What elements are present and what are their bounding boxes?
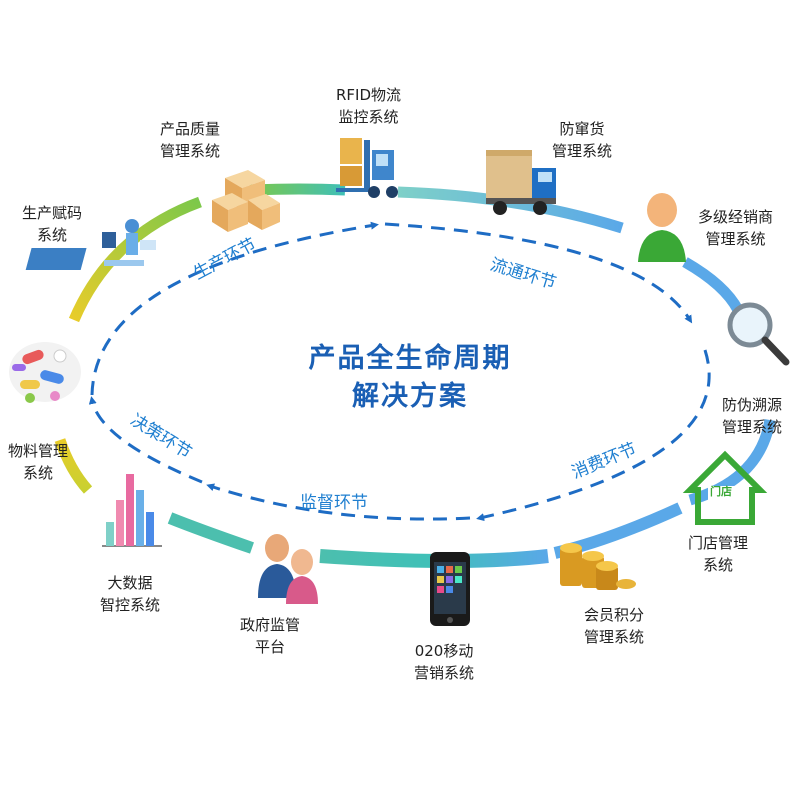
ring-segment-top-left [68,196,202,323]
officials-icon [258,534,318,604]
boxes-icon [212,170,280,232]
label-quality: 产品质量管理系统 [160,120,221,160]
label-material: 物料管理系统 [8,442,69,482]
pills-icon [9,342,81,403]
person-icon [638,193,686,262]
label-anti-diversion: 防窜货管理系统 [552,120,613,160]
inner-cycle [88,221,711,522]
coins-icon [560,543,636,590]
store-house-icon [682,450,768,525]
bar-chart-icon [102,474,162,547]
label-bigdata: 大数据智控系统 [100,574,161,614]
label-store: 门店管理系统 [688,534,749,574]
phase-label-supervision: 监督环节 [300,493,368,513]
label-anti-counterfeit: 防伪溯源管理系统 [722,396,783,436]
delivery-truck-icon [486,150,556,215]
ring-segment-left [54,438,93,494]
arrow-circulation [384,222,693,324]
label-distributor: 多级经销商管理系统 [698,208,774,248]
arrow-supervision [206,483,471,521]
label-member: 会员积分管理系统 [584,606,645,646]
ring-segment-right-lower [688,418,776,506]
store-sign-label: 门店 [710,485,732,498]
ring-segment-right [682,257,743,313]
arrow-decision [88,396,203,484]
label-o2o: 020移动营销系统 [414,642,475,682]
label-government: 政府监管平台 [240,616,301,656]
label-production-coding: 生产赋码系统 [22,204,83,244]
ring-segment-bottom-left [167,512,254,554]
title-line-2: 解决方案 [352,381,468,412]
diagram-title: 产品全生命周期 解决方案 [230,340,590,416]
arrow-consumption [476,349,711,522]
forklift-icon [336,138,398,198]
smartphone-icon [430,552,470,626]
magnifier-icon [727,302,790,366]
arrow-production [90,221,379,396]
label-rfid: RFID物流监控系统 [336,86,402,126]
title-line-1: 产品全生命周期 [308,343,512,374]
production-line-icon [25,219,156,270]
